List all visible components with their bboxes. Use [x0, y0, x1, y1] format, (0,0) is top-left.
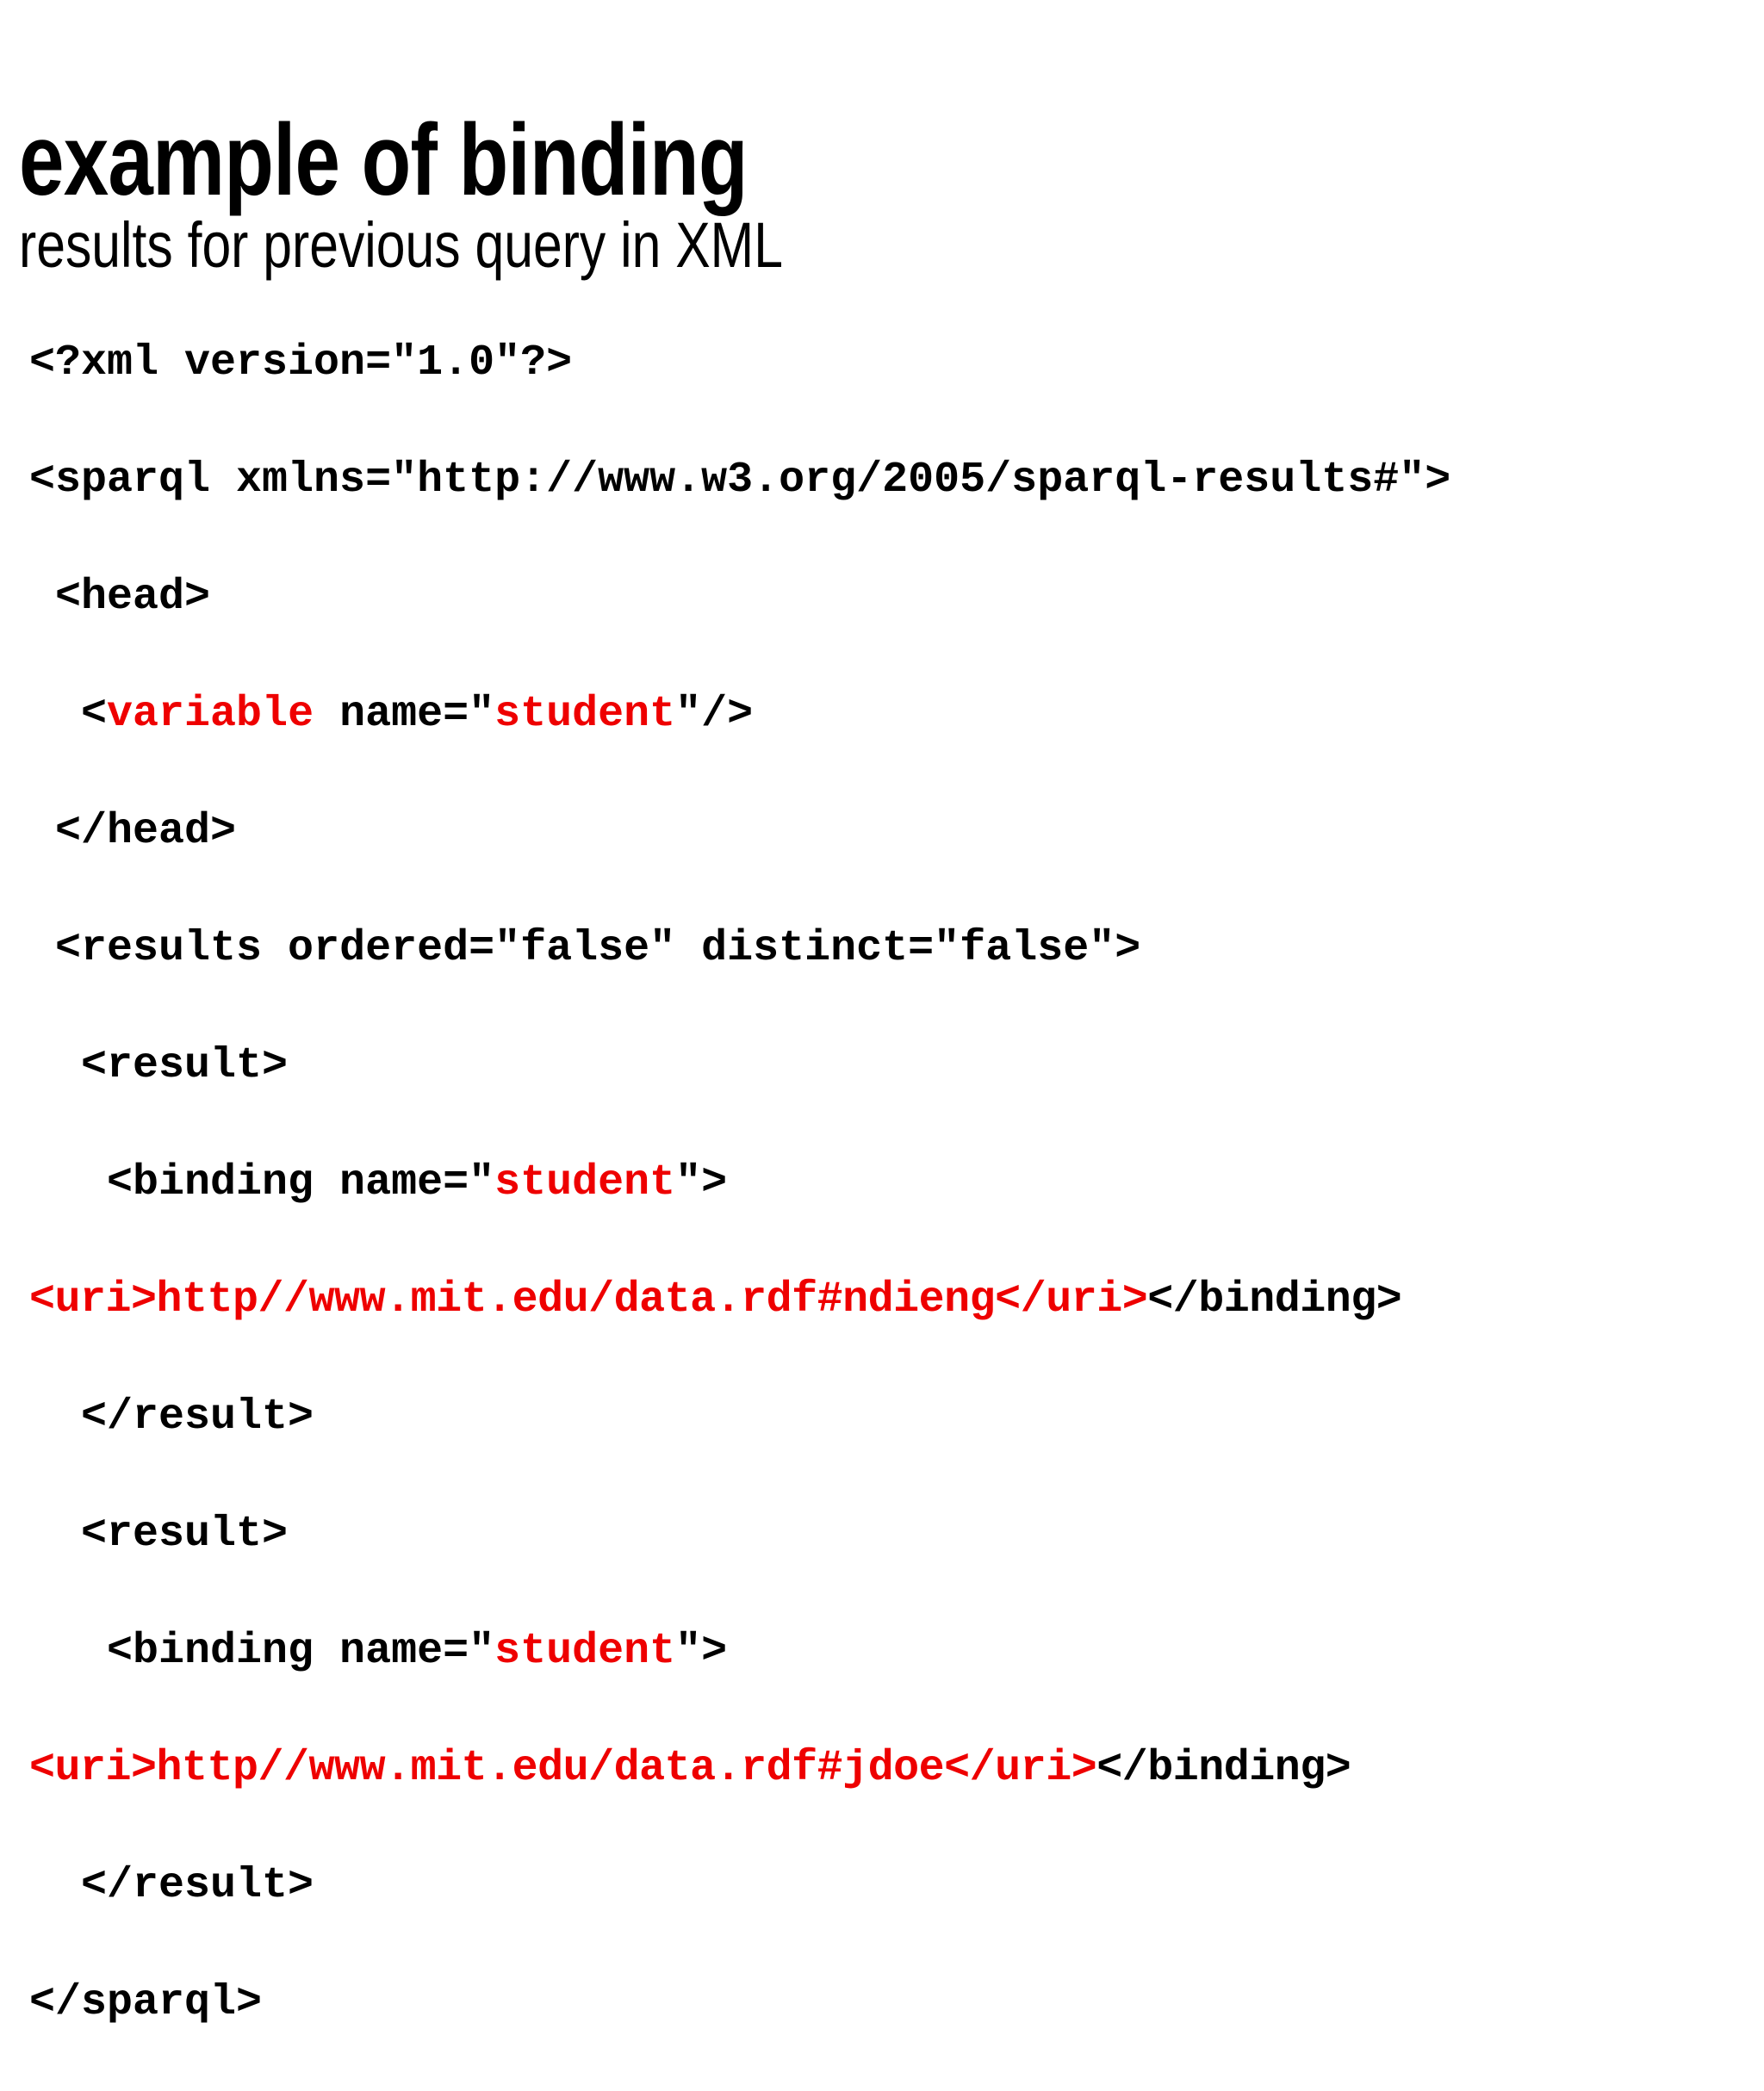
code-token-highlight: student — [494, 690, 676, 739]
code-line: <uri>http//www.mit.edu/data.rdf#ndieng</… — [29, 1271, 1752, 1330]
code-line: <head> — [29, 568, 1752, 627]
slide-subtitle: results for previous query in XML — [19, 209, 783, 281]
slide-root: example of binding results for previous … — [19, 103, 1451, 2027]
code-line: <sparql xmlns="http://www.w3.org/2005/sp… — [29, 451, 1752, 510]
code-token: < — [81, 690, 108, 739]
code-line: </result> — [29, 1388, 1752, 1447]
code-token-highlight: student — [494, 1158, 676, 1207]
code-token: <binding name=" — [107, 1627, 495, 1676]
code-indent — [29, 1627, 107, 1676]
code-token-highlight: <uri>http//www.mit.edu/data.rdf#ndieng</… — [29, 1275, 1148, 1325]
code-token: </result> — [81, 1393, 314, 1442]
code-token: <result> — [81, 1041, 289, 1090]
code-token: <results ordered="false" distinct="false… — [55, 924, 1141, 973]
code-token-highlight: student — [494, 1627, 676, 1676]
code-token-highlight: variable — [107, 690, 314, 739]
code-token: <binding name=" — [107, 1158, 495, 1207]
code-line: <results ordered="false" distinct="false… — [29, 920, 1752, 978]
code-indent — [29, 924, 55, 973]
code-indent — [29, 1041, 81, 1090]
code-indent — [29, 1393, 81, 1442]
code-token: "> — [675, 1627, 728, 1676]
code-token: <?xml version="1.0"?> — [29, 338, 573, 388]
code-line: <binding name="student"> — [29, 1154, 1752, 1213]
code-token: </result> — [81, 1861, 314, 1910]
code-line: <binding name="student"> — [29, 1623, 1752, 1681]
code-line: </sparql> — [29, 1974, 1752, 2032]
code-token: <sparql xmlns="http://www.w3.org/2005/sp… — [29, 456, 1451, 505]
code-token: </head> — [55, 807, 237, 856]
xml-code-block: <?xml version="1.0"?> <sparql xmlns="htt… — [29, 334, 1752, 2091]
code-token: </sparql> — [29, 1978, 263, 2027]
code-indent — [29, 1510, 81, 1559]
code-token-highlight: <uri>http//www.mit.edu/data.rdf#jdoe</ur… — [29, 1744, 1097, 1793]
code-line: </head> — [29, 803, 1752, 861]
code-token: "/> — [675, 690, 754, 739]
code-line: <result> — [29, 1037, 1752, 1095]
code-indent — [29, 573, 55, 622]
code-token: </binding> — [1147, 1275, 1402, 1325]
code-token: <head> — [55, 573, 211, 622]
code-indent — [29, 1158, 107, 1207]
code-indent — [29, 690, 81, 739]
code-line: <?xml version="1.0"?> — [29, 334, 1752, 393]
code-indent — [29, 807, 55, 856]
code-line: <variable name="student"/> — [29, 686, 1752, 744]
code-line: </result> — [29, 1857, 1752, 1915]
code-token: <result> — [81, 1510, 289, 1559]
code-line: <uri>http//www.mit.edu/data.rdf#jdoe</ur… — [29, 1740, 1752, 1798]
code-line: <result> — [29, 1505, 1752, 1564]
code-token: </binding> — [1096, 1744, 1351, 1793]
code-indent — [29, 1861, 81, 1910]
page-title: example of binding — [19, 103, 748, 218]
code-token: "> — [675, 1158, 728, 1207]
code-token: name=" — [314, 690, 495, 739]
